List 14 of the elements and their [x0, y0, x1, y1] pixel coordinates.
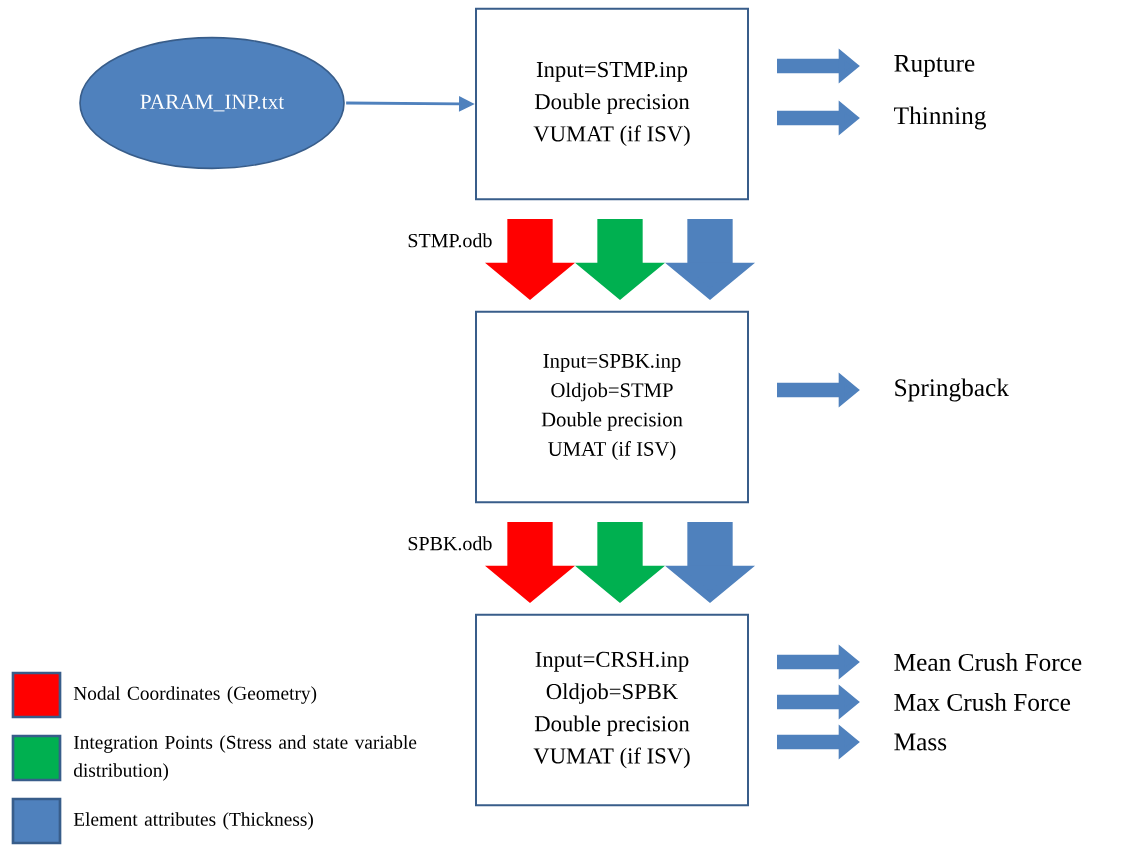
- output-label: Thinning: [894, 106, 986, 130]
- output-label: Rupture: [894, 55, 975, 77]
- legend-label: Element attributes (Thickness): [73, 812, 313, 830]
- process-box: Input=STMP.inp Double precision VUMAT (if ISV): [475, 7, 749, 201]
- legend-label: Integration Points (Stress and state variable distribution): [73, 735, 417, 781]
- output-label: Springback: [895, 378, 1009, 402]
- output-label: Mass: [894, 733, 947, 751]
- edge-label: SPBK.odb: [408, 536, 492, 551]
- legend-label: Nodal Coordinates (Geometry): [73, 686, 317, 704]
- output-label: Max Crush Force: [894, 693, 1071, 711]
- process-box: Input=CRSH.inp Oldjob=SPBK Double precision VUMAT (if ISV): [475, 613, 749, 807]
- edge-label: STMP.odb: [408, 233, 492, 248]
- process-box: Input=SPBK.inp Oldjob=STMP Double precision UMAT (if ISV): [475, 310, 749, 504]
- output-label: Mean Crush Force: [894, 653, 1082, 671]
